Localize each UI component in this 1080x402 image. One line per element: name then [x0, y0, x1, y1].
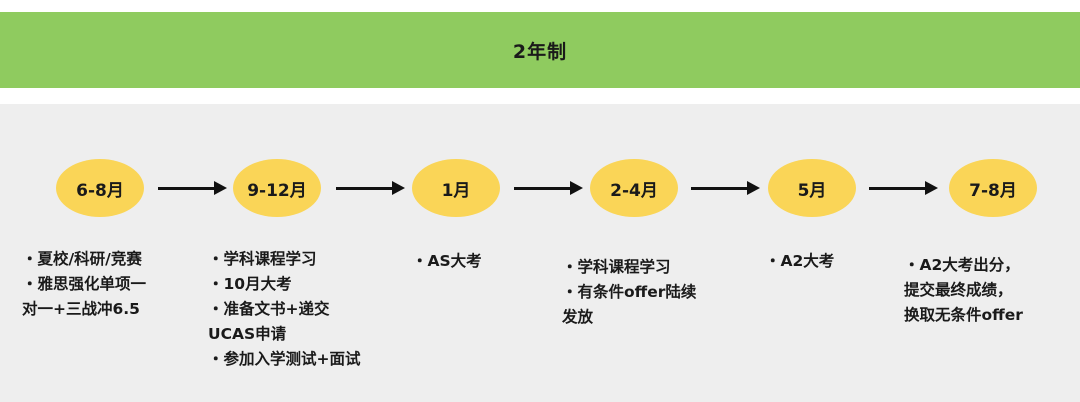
arrow-5	[869, 181, 938, 195]
arrow-2	[336, 181, 405, 195]
note-item: ・夏校/科研/竞赛	[22, 250, 142, 268]
stage-notes-may: ・A2大考	[765, 249, 834, 274]
note-item: ・有条件offer陆续	[562, 283, 697, 301]
stage-notes-jan: ・AS大考	[412, 249, 482, 274]
note-item: 提交最终成绩，	[904, 281, 1013, 299]
note-item: ・雅思强化单项一	[22, 275, 147, 293]
timeline-panel	[0, 104, 1080, 402]
note-item: ・A2大考	[765, 252, 835, 270]
stage-notes-sep-dec: ・学科课程学习 ・10月大考 ・准备文书+递交 UCAS申请 ・参加入学测试+面…	[208, 247, 361, 372]
note-item: ・A2大考出分，	[904, 256, 1020, 274]
stage-node-may: 5月	[768, 159, 856, 217]
note-item: ・10月大考	[208, 275, 292, 293]
arrow-3	[514, 181, 583, 195]
note-item: ・准备文书+递交	[208, 300, 330, 318]
stage-node-sep-dec: 9-12月	[233, 159, 321, 217]
note-item: ・学科课程学习	[562, 258, 671, 276]
arrow-1	[158, 181, 227, 195]
stage-node-jan: 1月	[412, 159, 500, 217]
note-item: ・AS大考	[412, 252, 482, 270]
note-item: 发放	[562, 308, 594, 326]
stage-notes-jun-aug: ・夏校/科研/竞赛 ・雅思强化单项一 对一+三战冲6.5	[22, 247, 146, 322]
note-item: ・学科课程学习	[208, 250, 317, 268]
note-item: UCAS申请	[208, 325, 287, 343]
note-item: ・参加入学测试+面试	[208, 350, 361, 368]
note-item: 对一+三战冲6.5	[22, 300, 140, 318]
stage-node-feb-apr: 2-4月	[590, 159, 678, 217]
page-title: 2年制	[512, 40, 568, 63]
arrow-4	[691, 181, 760, 195]
stage-notes-feb-apr: ・学科课程学习 ・有条件offer陆续 发放	[562, 255, 696, 330]
stage-notes-jul-aug: ・A2大考出分， 提交最终成绩， 换取无条件offer	[904, 253, 1023, 328]
stage-node-jun-aug: 6-8月	[56, 159, 144, 217]
note-item: 换取无条件offer	[904, 306, 1023, 324]
header-bar: 2年制	[0, 12, 1080, 88]
stage-node-jul-aug: 7-8月	[949, 159, 1037, 217]
